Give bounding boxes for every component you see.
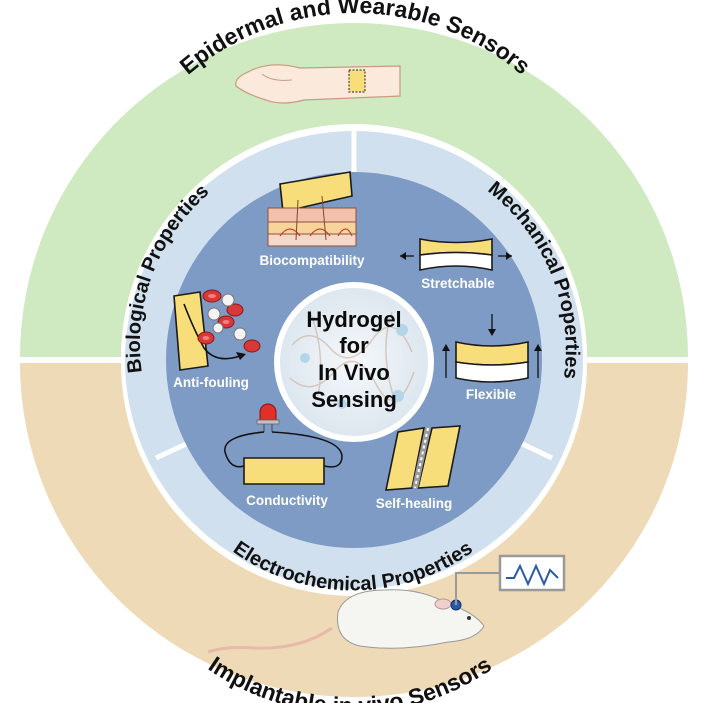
blood-cells-icon bbox=[197, 289, 261, 353]
center-title-line3: In Vivo bbox=[318, 360, 390, 385]
self-healing-label: Self-healing bbox=[376, 496, 453, 511]
rat-with-implant-icon bbox=[207, 589, 485, 654]
wrist-with-patch-icon bbox=[235, 64, 401, 104]
skin-tissue-icon bbox=[267, 195, 357, 247]
led-light-icon bbox=[256, 403, 280, 432]
flexible-label: Flexible bbox=[466, 387, 517, 402]
flexible-film-icon bbox=[442, 314, 542, 383]
hydrogel-network-icon bbox=[289, 311, 415, 409]
signal-monitor-icon bbox=[455, 554, 566, 605]
conductive-circuit-icon bbox=[224, 431, 343, 485]
center-title-line2: for bbox=[339, 333, 369, 358]
self-healing-film-icon bbox=[385, 425, 461, 491]
outer-ring-bottom bbox=[20, 363, 688, 697]
conductivity-label: Conductivity bbox=[246, 493, 328, 508]
biocompatibility-label: Biocompatibility bbox=[259, 253, 364, 268]
center-title-line1: Hydrogel bbox=[306, 307, 401, 332]
anti-fouling-film-icon bbox=[173, 291, 246, 371]
stretchable-label: Stretchable bbox=[421, 276, 495, 291]
center-title-line4: Sensing bbox=[311, 387, 397, 412]
stretchable-film-icon bbox=[400, 238, 512, 271]
outer-ring-top bbox=[20, 23, 688, 357]
anti-fouling-label: Anti-fouling bbox=[173, 375, 249, 390]
